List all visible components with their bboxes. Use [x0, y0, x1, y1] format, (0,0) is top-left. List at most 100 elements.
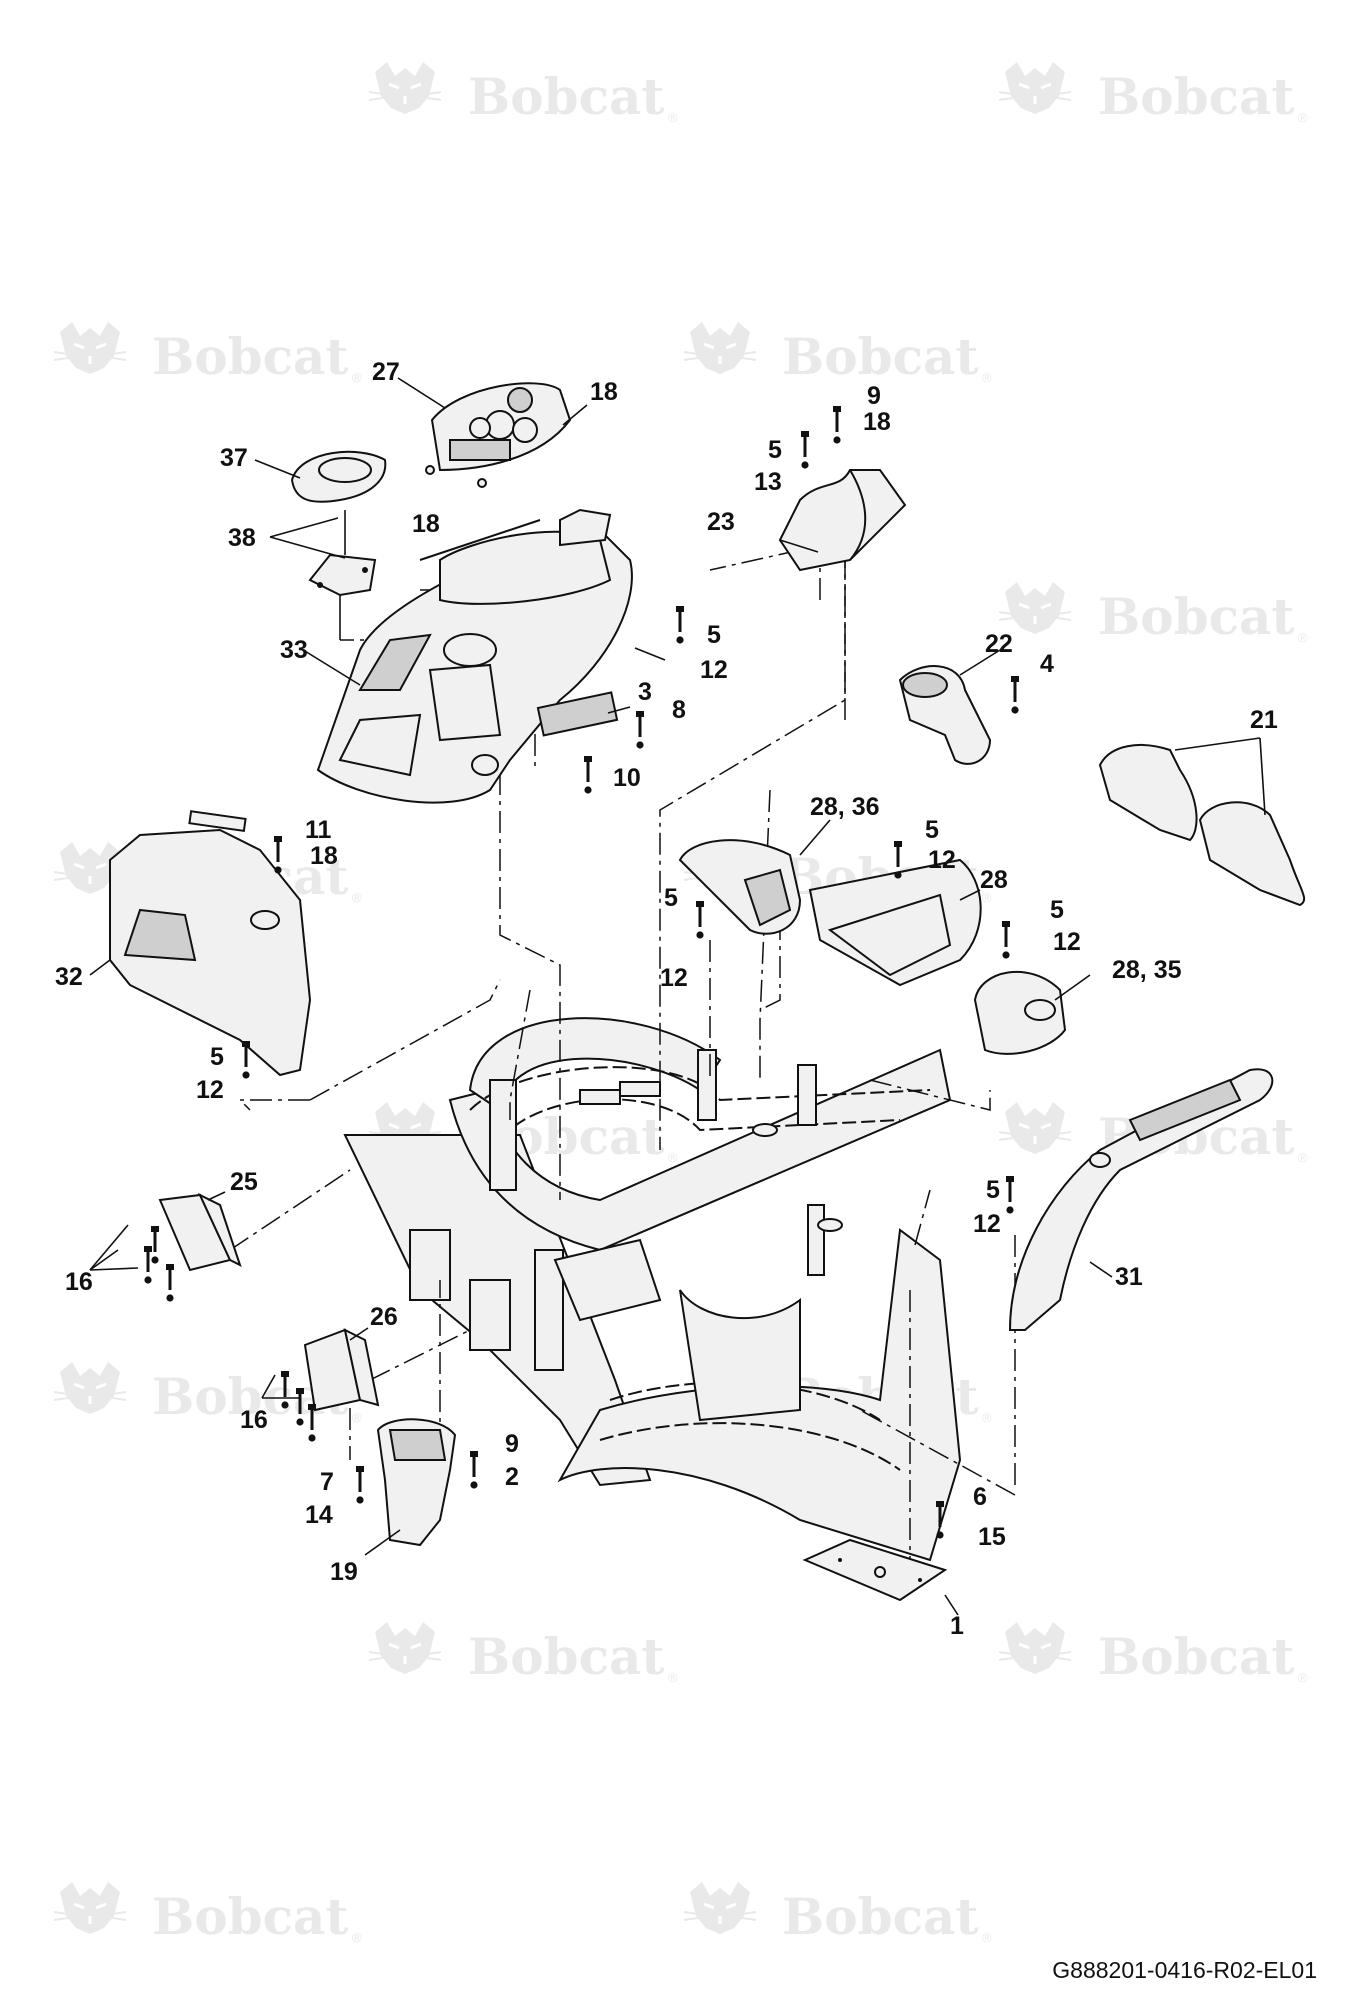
callout-8: 8 — [672, 696, 686, 724]
callout-5: 5 — [925, 816, 939, 844]
callout-16: 16 — [240, 1406, 268, 1434]
svg-text:®: ® — [352, 1930, 362, 1945]
svg-text:®: ® — [982, 370, 992, 385]
cab-frame-structure — [343, 1017, 962, 1562]
callout-13: 13 — [754, 468, 782, 496]
part-28-console-rail — [678, 839, 982, 987]
callout-5: 5 — [768, 436, 782, 464]
callout-10: 10 — [613, 764, 641, 792]
callout-28-36: 28, 36 — [810, 793, 880, 821]
part-21-armrests — [1098, 744, 1306, 907]
part-19-control-handle — [376, 1418, 457, 1547]
callout-12: 12 — [700, 656, 728, 684]
part-23-right-cover — [778, 469, 907, 572]
svg-text:®: ® — [668, 1670, 678, 1685]
watermark: Bobcat ® — [997, 60, 1308, 126]
callout-5: 5 — [210, 1043, 224, 1071]
svg-text:®: ® — [668, 110, 678, 125]
callout-9: 9 — [505, 1430, 519, 1458]
callout-6: 6 — [973, 1483, 987, 1511]
watermark: Bobcat ® — [367, 1620, 678, 1686]
callout-18: 18 — [590, 378, 618, 406]
svg-text:®: ® — [352, 890, 362, 905]
svg-text:Bobcat: Bobcat — [1098, 1627, 1295, 1686]
part-26-bracket — [303, 1328, 380, 1412]
svg-text:®: ® — [1298, 1150, 1308, 1165]
svg-text:®: ® — [1298, 630, 1308, 645]
part-38-mounting-plate — [308, 510, 377, 640]
callout-18: 18 — [863, 408, 891, 436]
callout-3: 3 — [638, 678, 652, 706]
callout-labels: 27 18 37 38 18 9 18 5 13 23 33 5 12 3 8 … — [55, 358, 1278, 1640]
svg-text:®: ® — [668, 1150, 678, 1165]
callout-23: 23 — [707, 508, 735, 536]
svg-text:Bobcat: Bobcat — [152, 1887, 349, 1946]
callout-5: 5 — [1050, 896, 1064, 924]
svg-text:®: ® — [352, 370, 362, 385]
callout-5: 5 — [986, 1176, 1000, 1204]
callout-19: 19 — [330, 1558, 358, 1586]
callout-12: 12 — [973, 1210, 1001, 1238]
watermark: Bobcat ® — [997, 580, 1308, 646]
callout-28: 28 — [980, 866, 1008, 894]
svg-text:Bobcat: Bobcat — [1098, 67, 1295, 126]
leader-lines — [89, 377, 1266, 1616]
callout-14: 14 — [305, 1501, 333, 1529]
callout-31: 31 — [1115, 1263, 1143, 1291]
callout-28-35: 28, 35 — [1112, 956, 1182, 984]
watermark: Bobcat ® — [682, 1880, 992, 1946]
part-32-left-panel — [109, 810, 312, 1077]
part-25-bracket — [158, 1192, 242, 1272]
callout-21: 21 — [1250, 706, 1278, 734]
svg-text:Bobcat: Bobcat — [152, 327, 349, 386]
callout-16: 16 — [65, 1268, 93, 1296]
callout-15: 15 — [978, 1523, 1006, 1551]
callout-12: 12 — [928, 846, 956, 874]
watermark: Bobcat ® — [52, 1880, 362, 1946]
part-31-right-panel — [1008, 1068, 1274, 1331]
callout-5: 5 — [707, 621, 721, 649]
svg-text:®: ® — [982, 890, 992, 905]
svg-text:®: ® — [1298, 110, 1308, 125]
callout-37: 37 — [220, 444, 248, 472]
part-22-grip — [898, 665, 992, 765]
callout-1: 1 — [950, 1612, 964, 1640]
callout-12: 12 — [660, 964, 688, 992]
svg-text:®: ® — [982, 1930, 992, 1945]
svg-text:®: ® — [982, 1410, 992, 1425]
callout-5: 5 — [664, 884, 678, 912]
callout-4: 4 — [1040, 650, 1054, 678]
svg-text:Bobcat: Bobcat — [468, 67, 665, 126]
svg-text:Bobcat: Bobcat — [468, 1627, 665, 1686]
callout-7: 7 — [320, 1468, 334, 1496]
callout-27: 27 — [372, 358, 400, 386]
svg-text:Bobcat: Bobcat — [782, 1887, 979, 1946]
callout-18: 18 — [412, 510, 440, 538]
svg-text:Bobcat: Bobcat — [782, 327, 979, 386]
svg-text:®: ® — [352, 1410, 362, 1425]
watermark: Bobcat ® — [682, 320, 992, 386]
svg-text:Bobcat: Bobcat — [1098, 587, 1295, 646]
callout-18: 18 — [310, 842, 338, 870]
callout-32: 32 — [55, 963, 83, 991]
part-33-main-console — [316, 508, 633, 804]
callout-26: 26 — [370, 1303, 398, 1331]
callout-9: 9 — [867, 382, 881, 410]
callout-11: 11 — [305, 816, 332, 844]
callout-12: 12 — [196, 1076, 224, 1104]
part-28-35-end-cap — [973, 970, 1067, 1055]
callout-2: 2 — [505, 1463, 519, 1491]
part-1-base-plate — [802, 1538, 948, 1602]
watermark: Bobcat ® — [367, 60, 678, 126]
part-37-cup-holder — [290, 450, 387, 503]
callout-22: 22 — [985, 630, 1013, 658]
part-27-instrument-panel — [425, 382, 572, 488]
watermark: Bobcat ® — [997, 1620, 1308, 1686]
callout-12: 12 — [1053, 928, 1081, 956]
svg-text:®: ® — [1298, 1670, 1308, 1685]
callout-33: 33 — [280, 636, 308, 664]
watermark: Bobcat ® — [52, 320, 362, 386]
drawing-reference-code: G888201-0416-R02-EL01 — [1052, 1957, 1317, 1983]
